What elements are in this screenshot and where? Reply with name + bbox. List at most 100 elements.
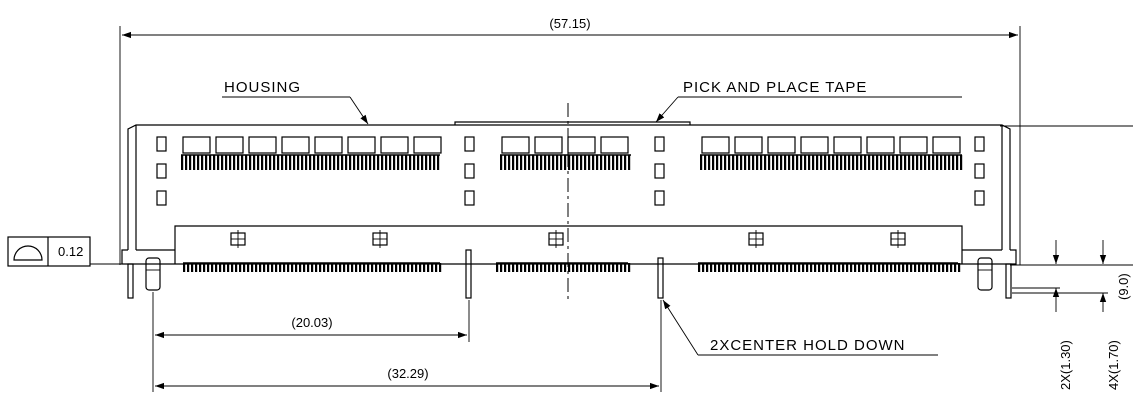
comb-tooth — [584, 155, 587, 170]
comb-tooth — [333, 155, 336, 170]
side-slot — [974, 163, 985, 179]
comb-tooth — [752, 155, 755, 170]
comb-tooth — [776, 155, 779, 170]
upper-contact-combs — [181, 154, 963, 170]
pitch-32-text: (32.29) — [387, 366, 428, 381]
comb-tooth — [548, 155, 551, 170]
comb-tooth — [782, 263, 785, 272]
comb-tooth — [552, 155, 555, 170]
comb-tooth — [544, 155, 547, 170]
comb-tooth — [926, 263, 929, 272]
comb-tooth — [588, 155, 591, 170]
comb-tooth — [902, 263, 905, 272]
comb-tooth — [319, 263, 322, 272]
comb-tooth — [816, 155, 819, 170]
comb-tooth — [802, 263, 805, 272]
comb-tooth — [403, 263, 406, 272]
comb-tooth — [592, 155, 595, 170]
side-slot — [654, 163, 665, 179]
comb-tooth — [397, 155, 400, 170]
comb-tooth — [850, 263, 853, 272]
comb-tooth — [279, 263, 282, 272]
comb-tooth — [828, 155, 831, 170]
comb-tooth — [720, 155, 723, 170]
comb-tooth — [361, 155, 364, 170]
housing-callout: HOUSING — [222, 79, 369, 125]
comb-tooth — [800, 155, 803, 170]
comb-tooth — [211, 263, 214, 272]
comb-tooth — [199, 263, 202, 272]
comb-tooth — [724, 155, 727, 170]
comb-tooth — [620, 263, 623, 272]
comb-tooth — [616, 263, 619, 272]
comb-tooth — [868, 155, 871, 170]
side-slot — [464, 163, 475, 179]
comb-tooth — [886, 263, 889, 272]
comb-tooth — [556, 155, 559, 170]
comb-tooth — [233, 155, 236, 170]
comb-tooth — [516, 155, 519, 170]
comb-tooth — [293, 155, 296, 170]
comb-tooth — [812, 155, 815, 170]
comb-tooth — [265, 155, 268, 170]
contact-window — [215, 136, 244, 154]
comb-tooth — [373, 155, 376, 170]
comb-tooth — [884, 155, 887, 170]
comb-tooth — [938, 263, 941, 272]
comb-tooth — [225, 155, 228, 170]
comb-tooth — [297, 155, 300, 170]
comb-tooth — [878, 263, 881, 272]
comb-tooth — [846, 263, 849, 272]
comb-tooth — [496, 263, 499, 272]
comb-tooth — [383, 263, 386, 272]
comb-tooth — [241, 155, 244, 170]
comb-tooth — [343, 263, 346, 272]
comb-tooth — [794, 263, 797, 272]
comb-tooth — [608, 263, 611, 272]
comb-tooth — [624, 263, 627, 272]
comb-tooth — [321, 155, 324, 170]
comb-tooth — [704, 155, 707, 170]
comb-tooth — [508, 263, 511, 272]
comb-tooth — [407, 263, 410, 272]
contact-window — [899, 136, 928, 154]
comb-tooth — [896, 155, 899, 170]
comb-tooth — [596, 263, 599, 272]
comb-tooth — [353, 155, 356, 170]
comb-tooth — [836, 155, 839, 170]
comb-tooth — [856, 155, 859, 170]
comb-tooth — [429, 155, 432, 170]
comb-tooth — [844, 155, 847, 170]
comb-tooth — [568, 263, 571, 272]
comb-tooth — [205, 155, 208, 170]
comb-tooth — [620, 155, 623, 170]
hold-down-callout: 2XCENTER HOLD DOWN — [662, 299, 938, 356]
comb-tooth — [960, 155, 963, 170]
comb-tooth — [331, 263, 334, 272]
side-slot — [156, 136, 167, 152]
comb-tooth — [576, 263, 579, 272]
comb-tooth — [572, 155, 575, 170]
pitch-dimensions: (20.03) (32.29) — [152, 292, 662, 392]
comb-tooth — [315, 263, 318, 272]
comb-tooth — [355, 263, 358, 272]
comb-tooth — [940, 155, 943, 170]
comb-tooth — [956, 155, 959, 170]
comb-tooth — [904, 155, 907, 170]
comb-tooth — [375, 263, 378, 272]
side-slots — [156, 136, 985, 206]
comb-tooth — [948, 155, 951, 170]
comb-tooth — [387, 263, 390, 272]
comb-tooth — [608, 155, 611, 170]
comb-tooth — [706, 263, 709, 272]
comb-tooth — [435, 263, 438, 272]
comb-tooth — [916, 155, 919, 170]
comb-tooth — [920, 155, 923, 170]
comb-tooth — [285, 155, 288, 170]
comb-tooth — [303, 263, 306, 272]
comb-tooth — [365, 155, 368, 170]
comb-tooth — [524, 263, 527, 272]
comb-tooth — [271, 263, 274, 272]
contact-window — [800, 136, 829, 154]
